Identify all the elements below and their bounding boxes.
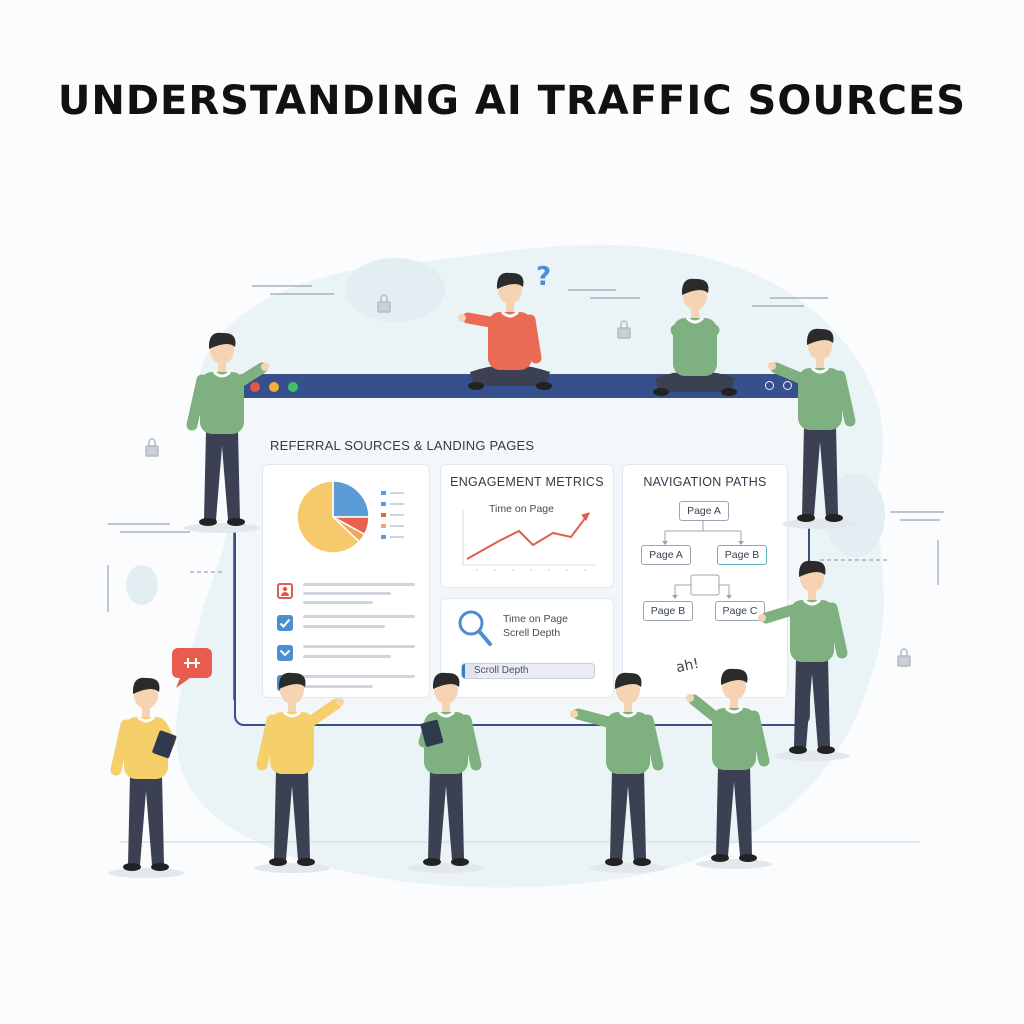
legend-swatch — [381, 513, 386, 517]
scroll-depth-bar-fill — [462, 664, 478, 678]
line-series — [466, 512, 590, 560]
pie-slice — [296, 480, 361, 554]
section-heading: REFERRAL SOURCES & LANDING PAGES — [270, 438, 535, 453]
legend-line — [390, 503, 404, 505]
pie-slice — [332, 480, 370, 518]
nav-node-page-a[interactable]: Page A — [679, 501, 729, 521]
text-line — [303, 601, 373, 604]
legend-swatch — [381, 524, 386, 528]
pie-legend — [381, 491, 404, 539]
referral-panel — [262, 464, 430, 698]
scroll-depth-bar-label: Scroll Depth — [474, 665, 529, 676]
time-on-page-text: Time on Page — [503, 613, 568, 625]
navigation-tree-connectors — [662, 521, 744, 599]
text-line — [303, 625, 385, 628]
legend-swatch — [381, 491, 386, 495]
arrow-head-icon — [581, 512, 590, 521]
page-title: UNDERSTANDING AI TRAFFIC SOURCES — [57, 78, 967, 124]
circle-icon — [765, 381, 774, 390]
scroll-depth-bar: Scroll Depth — [461, 663, 595, 679]
text-line — [303, 645, 415, 648]
pie-chart — [296, 480, 370, 554]
check-icon — [277, 615, 293, 631]
nav-node-page-b[interactable]: Page B — [717, 545, 767, 565]
nav-node-page-b-child[interactable]: Page B — [643, 601, 693, 621]
legend-swatch — [381, 535, 386, 539]
background-blob-left — [126, 565, 158, 605]
time-on-page-label: Time on Page — [489, 503, 554, 515]
scroll-depth-panel: Time on Page Screll Depth Scroll Depth — [440, 598, 614, 698]
circle-icon — [783, 381, 792, 390]
text-line — [303, 615, 415, 618]
legend-swatch — [381, 502, 386, 506]
check-icon — [277, 645, 293, 661]
maximize-dot-icon[interactable] — [288, 382, 298, 392]
navigation-paths-title: NAVIGATION PATHS — [643, 475, 767, 489]
text-line — [303, 592, 391, 595]
engagement-metrics-panel: ENGAGEMENT METRICS Time on Page — [440, 464, 614, 588]
magnifier-icon — [458, 610, 492, 646]
navigation-paths-panel: NAVIGATION PATHS Page A Page A Page B Pa — [622, 464, 788, 698]
text-line — [303, 583, 415, 586]
browser-title-bar — [236, 376, 808, 398]
text-line — [303, 655, 391, 658]
user-icon — [277, 583, 293, 599]
scroll-depth-text: Screll Depth — [503, 627, 561, 639]
decorative-arrows — [107, 285, 944, 612]
check-icon — [277, 675, 293, 691]
legend-line — [390, 525, 404, 527]
legend-line — [390, 514, 404, 516]
lock-icon — [145, 294, 911, 667]
background-blob-small — [345, 258, 445, 322]
chat-bubble-icon — [172, 648, 212, 688]
nav-node-page-c[interactable]: Page C — [715, 601, 765, 621]
text-line — [303, 675, 415, 678]
engagement-line-chart — [462, 509, 595, 571]
background-blob-right — [825, 473, 885, 557]
browser-window: REFERRAL SOURCES & LANDING PAGES ENGAGEM… — [234, 374, 810, 726]
nav-node-page-a-child[interactable]: Page A — [641, 545, 691, 565]
legend-line — [390, 536, 404, 538]
engagement-metrics-title: ENGAGEMENT METRICS — [450, 475, 604, 489]
legend-line — [390, 492, 404, 494]
question-mark: ? — [536, 262, 552, 292]
close-dot-icon[interactable] — [250, 382, 260, 392]
minimize-dot-icon[interactable] — [269, 382, 279, 392]
text-line — [303, 685, 373, 688]
